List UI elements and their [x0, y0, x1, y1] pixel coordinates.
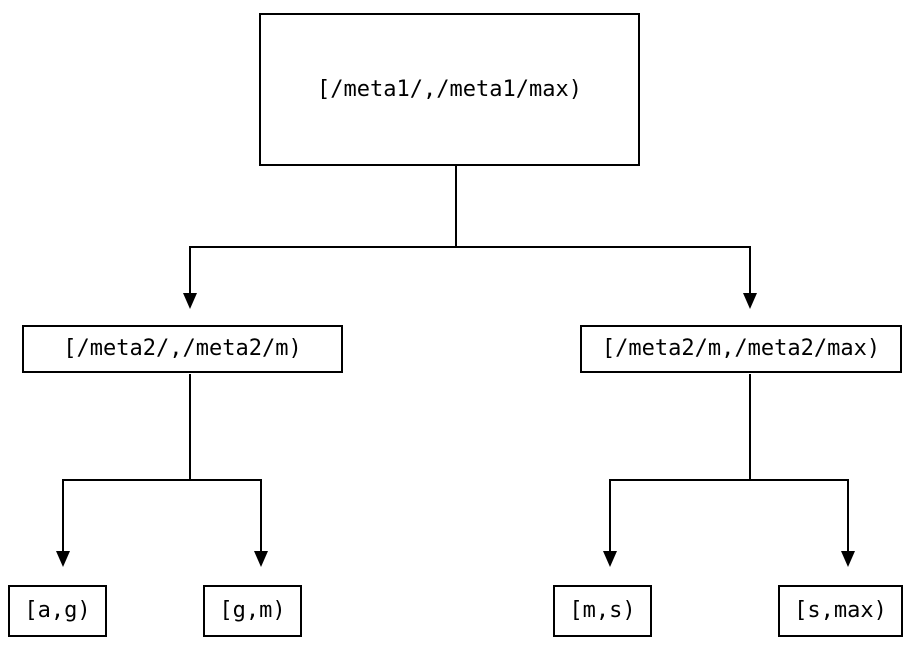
tree-node-leaf-ag: [a,g) — [8, 585, 107, 637]
tree-node-meta2-left-label: [/meta2/,/meta2/m) — [63, 336, 302, 361]
arrow-down-icon — [183, 293, 197, 309]
tree-node-leaf-gm: [g,m) — [203, 585, 302, 637]
arrow-down-icon — [56, 551, 70, 567]
tree-node-leaf-smax-label: [s,max) — [794, 598, 887, 623]
tree-node-leaf-gm-label: [g,m) — [219, 598, 286, 623]
tree-node-leaf-ms-label: [m,s) — [569, 598, 636, 623]
tree-node-leaf-ms: [m,s) — [553, 585, 652, 637]
tree-node-meta2-left: [/meta2/,/meta2/m) — [22, 325, 343, 373]
arrow-down-icon — [603, 551, 617, 567]
tree-node-leaf-ag-label: [a,g) — [24, 598, 91, 623]
arrow-down-icon — [743, 293, 757, 309]
tree-node-leaf-smax: [s,max) — [778, 585, 903, 637]
tree-node-root: [/meta1/,/meta1/max) — [259, 13, 640, 166]
tree-node-meta2-right: [/meta2/m,/meta2/max) — [580, 325, 902, 373]
arrow-down-icon — [254, 551, 268, 567]
tree-node-meta2-right-label: [/meta2/m,/meta2/max) — [601, 336, 881, 361]
tree-node-root-label: [/meta1/,/meta1/max) — [317, 76, 582, 102]
arrow-down-icon — [841, 551, 855, 567]
